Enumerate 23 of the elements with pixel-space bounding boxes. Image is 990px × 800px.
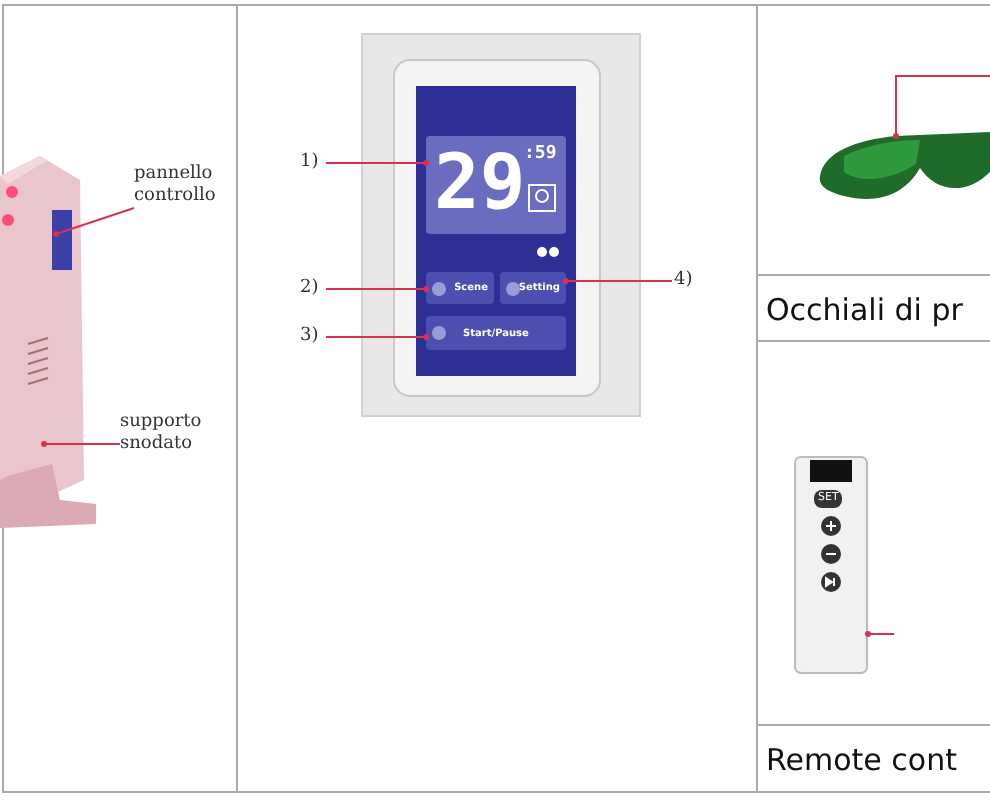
callout-label: 1): [300, 152, 324, 174]
table-cell-text: Remote cont: [766, 742, 957, 778]
callout-label: 2): [300, 278, 324, 300]
timer-display: [426, 136, 566, 234]
timer-digits: 29: [434, 142, 526, 222]
callout-label: 3): [300, 326, 324, 348]
leader-line: [53, 207, 135, 237]
leader-line: [865, 631, 895, 637]
callout-label: 4): [674, 270, 698, 292]
callout-label: supporto snodato: [120, 412, 230, 456]
touch-button: [500, 272, 566, 304]
touch-button: [426, 316, 566, 350]
leader-line: [325, 334, 429, 340]
leader-line: [325, 286, 429, 292]
leader-line: [893, 75, 990, 139]
leader-line: [563, 278, 673, 284]
remote-control-drawing: [794, 456, 868, 676]
leader-line: [325, 160, 429, 166]
timer-seconds: :59: [524, 144, 557, 166]
table-cell-text: Occhiali di pr: [766, 292, 963, 328]
callout-label: pannello controllo: [134, 164, 234, 208]
touch-button: [426, 272, 494, 304]
leader-line: [41, 441, 121, 447]
